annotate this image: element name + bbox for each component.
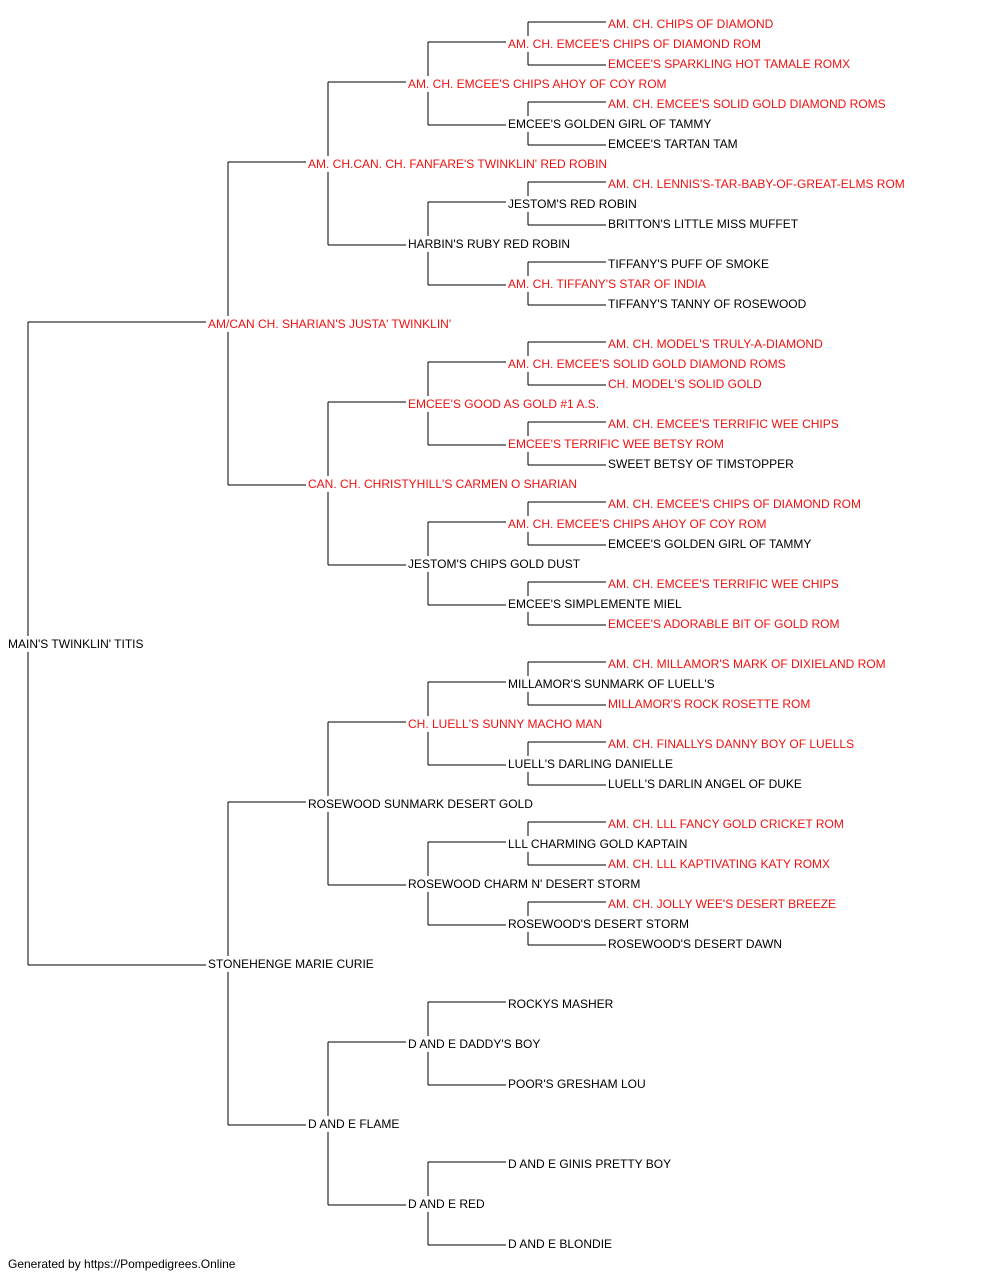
dog-name: LUELL'S DARLING DANIELLE — [508, 757, 673, 771]
dog-name: AM. CH. FINALLYS DANNY BOY OF LUELLS — [608, 737, 854, 751]
dog-name: CH. LUELL'S SUNNY MACHO MAN — [408, 717, 602, 731]
dog-name: MAIN'S TWINKLIN' TITIS — [8, 637, 144, 651]
dog-name: ROSEWOOD'S DESERT STORM — [508, 917, 689, 931]
dog-name: D AND E FLAME — [308, 1117, 399, 1131]
dog-name: ROSEWOOD SUNMARK DESERT GOLD — [308, 797, 533, 811]
dog-name: AM. CH. EMCEE'S CHIPS AHOY OF COY ROM — [408, 77, 667, 91]
dog-name: EMCEE'S GOLDEN GIRL OF TAMMY — [508, 117, 711, 131]
dog-name: EMCEE'S GOOD AS GOLD #1 A.S. — [408, 397, 599, 411]
dog-name: D AND E GINIS PRETTY BOY — [508, 1157, 671, 1171]
dog-name: AM. CH. EMCEE'S TERRIFIC WEE CHIPS — [608, 417, 839, 431]
dog-name: ROCKYS MASHER — [508, 997, 614, 1011]
dog-name: ROSEWOOD CHARM N' DESERT STORM — [408, 877, 640, 891]
dog-name: AM. CH. CHIPS OF DIAMOND — [608, 17, 774, 31]
dog-name: HARBIN'S RUBY RED ROBIN — [408, 237, 570, 251]
dog-name: TIFFANY'S PUFF OF SMOKE — [608, 257, 769, 271]
dog-name: EMCEE'S SIMPLEMENTE MIEL — [508, 597, 682, 611]
dog-name: AM. CH. LLL KAPTIVATING KATY ROMX — [608, 857, 830, 871]
footer-credit: Generated by https://Pompedigrees.Online — [8, 1257, 236, 1271]
dog-name: JESTOM'S RED ROBIN — [508, 197, 637, 211]
dog-name: AM. CH. EMCEE'S CHIPS OF DIAMOND ROM — [508, 37, 761, 51]
dog-name: AM. CH. LENNIS'S-TAR-BABY-OF-GREAT-ELMS … — [608, 177, 905, 191]
dog-name: AM. CH.CAN. CH. FANFARE'S TWINKLIN' RED … — [308, 157, 607, 171]
dog-name: AM. CH. EMCEE'S TERRIFIC WEE CHIPS — [608, 577, 839, 591]
dog-name: CH. MODEL'S SOLID GOLD — [608, 377, 762, 391]
dog-name: AM. CH. LLL FANCY GOLD CRICKET ROM — [608, 817, 844, 831]
dog-name: CAN. CH. CHRISTYHILL'S CARMEN O SHARIAN — [308, 477, 577, 491]
dog-name: JESTOM'S CHIPS GOLD DUST — [408, 557, 581, 571]
dog-name: BRITTON'S LITTLE MISS MUFFET — [608, 217, 799, 231]
dog-name: AM. CH. EMCEE'S SOLID GOLD DIAMOND ROMS — [508, 357, 786, 371]
dog-name: AM. CH. MODEL'S TRULY-A-DIAMOND — [608, 337, 823, 351]
dog-name: EMCEE'S ADORABLE BIT OF GOLD ROM — [608, 617, 839, 631]
dog-name: LLL CHARMING GOLD KAPTAIN — [508, 837, 687, 851]
dog-name: EMCEE'S SPARKLING HOT TAMALE ROMX — [608, 57, 850, 71]
dog-name: EMCEE'S TARTAN TAM — [608, 137, 738, 151]
dog-name: AM. CH. EMCEE'S SOLID GOLD DIAMOND ROMS — [608, 97, 886, 111]
dog-name: AM/CAN CH. SHARIAN'S JUSTA' TWINKLIN' — [208, 317, 451, 331]
dog-name: D AND E DADDY'S BOY — [408, 1037, 540, 1051]
dog-name: AM. CH. TIFFANY'S STAR OF INDIA — [508, 277, 706, 291]
dog-name: AM. CH. EMCEE'S CHIPS OF DIAMOND ROM — [608, 497, 861, 511]
dog-name: SWEET BETSY OF TIMSTOPPER — [608, 457, 794, 471]
dog-name: ROSEWOOD'S DESERT DAWN — [608, 937, 782, 951]
dog-name: AM. CH. MILLAMOR'S MARK OF DIXIELAND ROM — [608, 657, 886, 671]
dog-name: D AND E BLONDIE — [508, 1237, 612, 1251]
dog-name: AM. CH. EMCEE'S CHIPS AHOY OF COY ROM — [508, 517, 767, 531]
dog-name: MILLAMOR'S ROCK ROSETTE ROM — [608, 697, 810, 711]
dog-name: LUELL'S DARLIN ANGEL OF DUKE — [608, 777, 802, 791]
dog-name: MILLAMOR'S SUNMARK OF LUELL'S — [508, 677, 715, 691]
dog-name: TIFFANY'S TANNY OF ROSEWOOD — [608, 297, 807, 311]
dog-name: D AND E RED — [408, 1197, 485, 1211]
dog-name: STONEHENGE MARIE CURIE — [208, 957, 374, 971]
dog-name: POOR'S GRESHAM LOU — [508, 1077, 646, 1091]
dog-name: EMCEE'S GOLDEN GIRL OF TAMMY — [608, 537, 811, 551]
dog-name: EMCEE'S TERRIFIC WEE BETSY ROM — [508, 437, 724, 451]
dog-name: AM. CH. JOLLY WEE'S DESERT BREEZE — [608, 897, 836, 911]
